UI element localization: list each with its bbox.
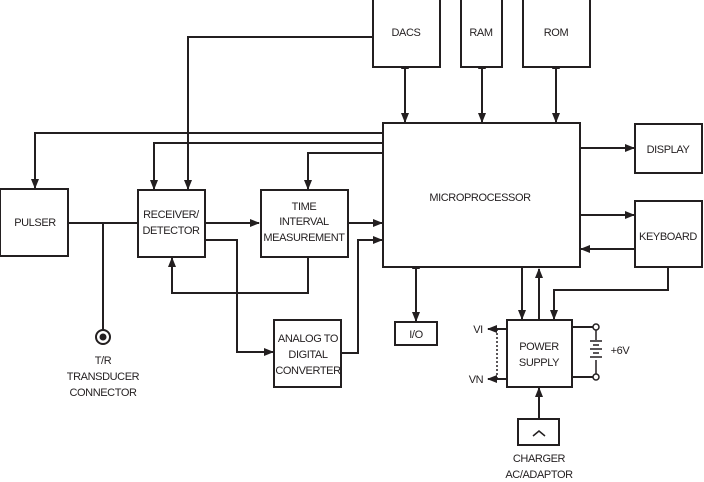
connections <box>31 36 669 430</box>
ram-label: RAM <box>469 27 492 39</box>
charger-block <box>517 418 560 446</box>
display-label: DISPLAY <box>647 144 691 156</box>
microprocessor-label: MICROPROCESSOR <box>429 192 531 204</box>
io-block: I/O <box>394 321 438 346</box>
time-label-2: INTERVAL <box>279 216 329 228</box>
receiver-label-2: DETECTOR <box>142 225 200 237</box>
micro-to-receiver <box>150 142 383 190</box>
adc-label-1: ANALOG TO <box>278 333 339 345</box>
time-interval-block: TIME INTERVAL MEASUREMENT <box>260 189 349 258</box>
time-to-receiver <box>168 257 309 294</box>
rom-label: ROM <box>544 27 569 39</box>
keyboard-to-power <box>550 267 669 320</box>
plug-icon <box>532 430 546 437</box>
microprocessor-block: MICROPROCESSOR <box>382 122 581 268</box>
display-block: DISPLAY <box>634 123 703 174</box>
pulser-block: PULSER <box>0 188 69 257</box>
charger-label-2: AC/ADAPTOR <box>505 469 573 481</box>
transducer-label-2: TRANSDUCER <box>67 371 140 383</box>
adc-label-3: CONVERTER <box>275 365 341 377</box>
transducer-label-1: T/R <box>95 355 112 367</box>
pulser-label: PULSER <box>14 217 56 229</box>
transducer-label-3: CONNECTOR <box>69 387 137 399</box>
power-label-1: POWER <box>519 341 559 353</box>
adc-label-2: DIGITAL <box>288 349 327 361</box>
time-label-3: MEASUREMENT <box>263 232 345 244</box>
power-label-2: SUPPLY <box>519 357 560 369</box>
transducer-connector-icon <box>95 329 111 345</box>
keyboard-label: KEYBOARD <box>639 231 697 243</box>
ram-block: RAM <box>460 0 503 68</box>
vn-label: VN <box>469 374 484 386</box>
receiver-label-1: RECEIVER/ <box>143 209 200 221</box>
receiver-to-adc <box>205 239 274 356</box>
dacs-block: DACS <box>372 0 441 68</box>
vi-label: VI <box>473 324 483 336</box>
io-label: I/O <box>409 329 423 341</box>
battery-icon: +6V <box>590 323 631 381</box>
power-supply-block: POWER SUPPLY <box>506 319 573 388</box>
micro-to-time <box>304 152 383 190</box>
dacs-label: DACS <box>392 27 421 39</box>
battery-label: +6V <box>611 345 631 357</box>
dacs-to-receiver <box>184 36 373 190</box>
keyboard-block: KEYBOARD <box>634 200 703 268</box>
micro-to-pulser <box>31 132 383 189</box>
rom-block: ROM <box>522 0 591 68</box>
receiver-detector-block: RECEIVER/ DETECTOR <box>137 189 206 258</box>
time-label-1: TIME <box>292 201 317 213</box>
adc-block: ANALOG TO DIGITAL CONVERTER <box>273 319 342 388</box>
adc-to-micro <box>341 236 383 354</box>
charger-label-1: CHARGER <box>513 453 566 465</box>
